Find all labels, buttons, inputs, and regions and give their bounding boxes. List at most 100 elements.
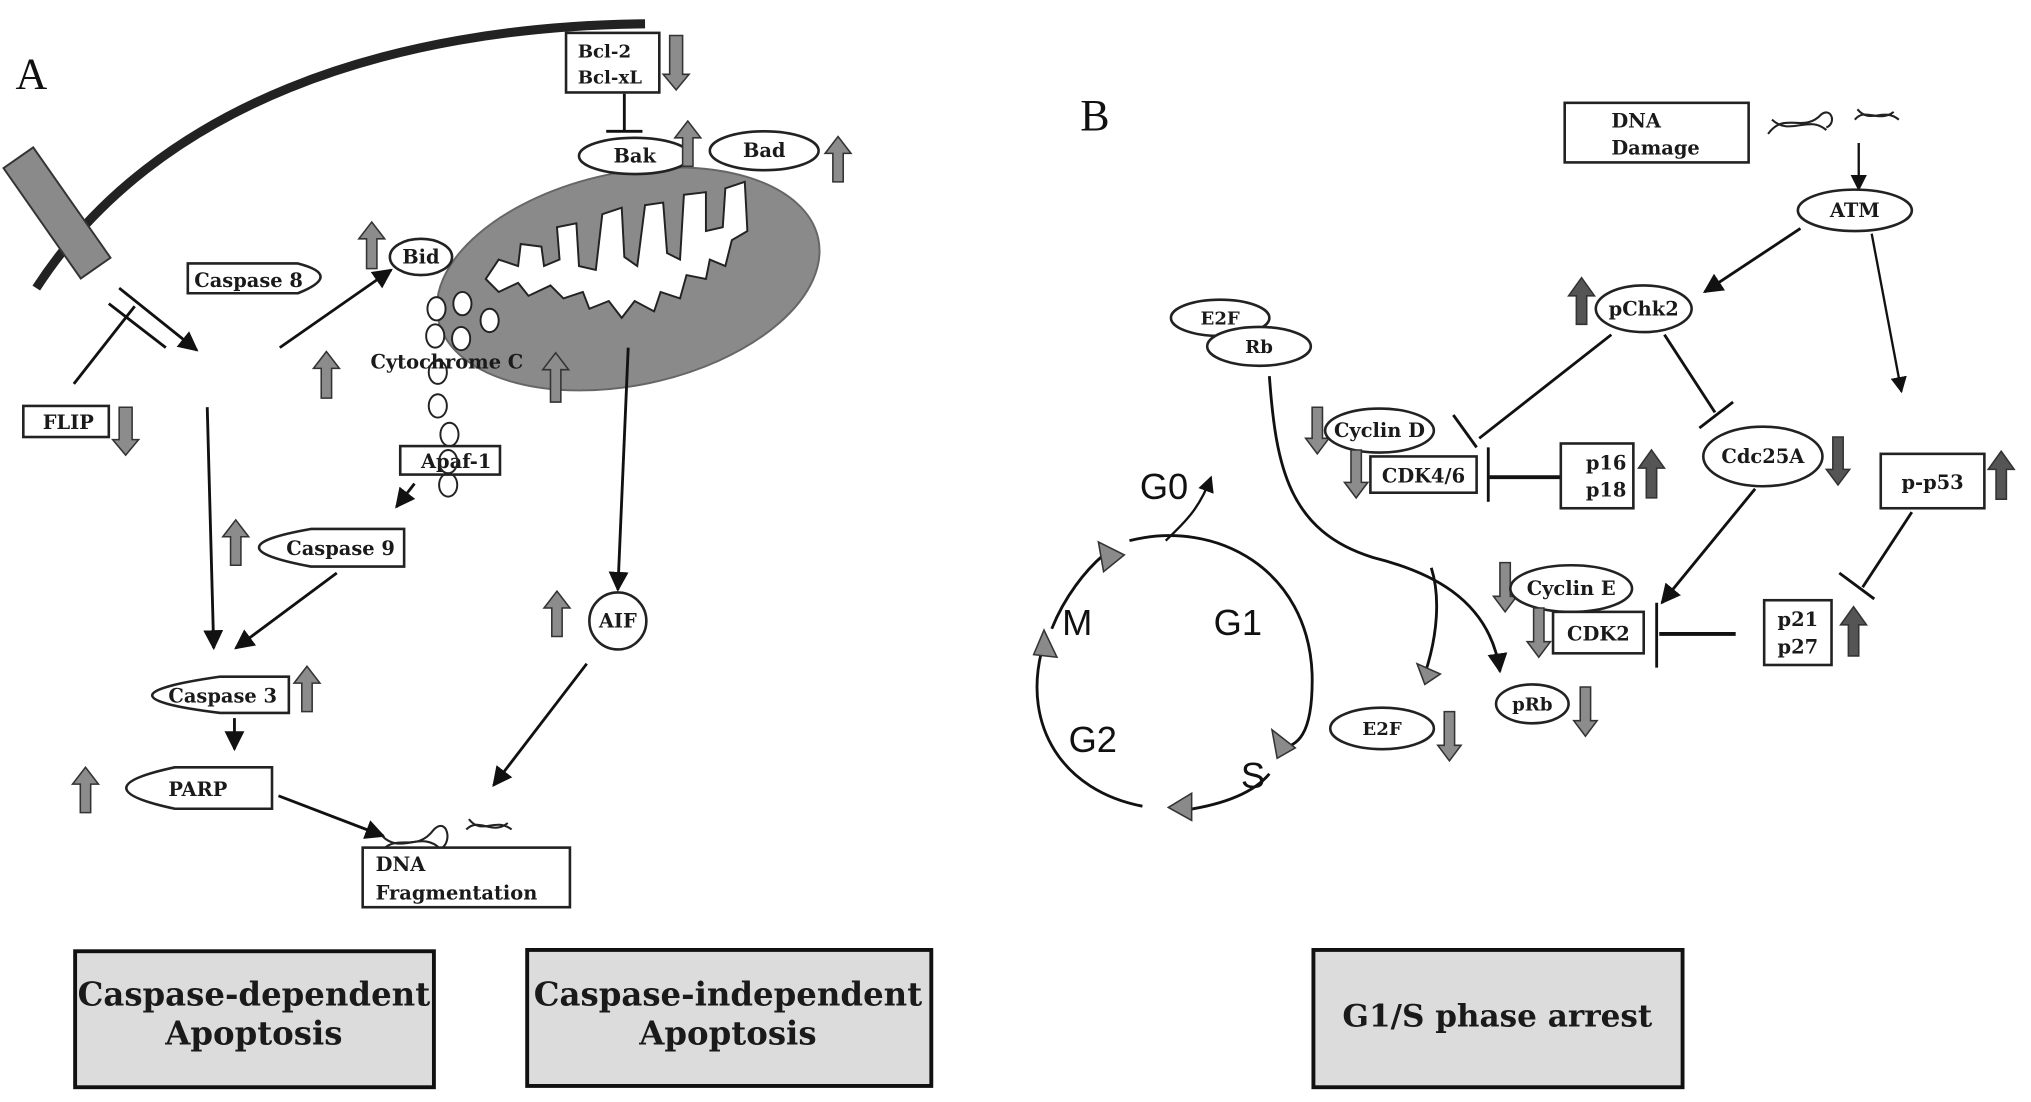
phase-g1-label: G1 xyxy=(1214,602,1262,643)
down-arrow-icon xyxy=(1342,449,1370,500)
cycle-arrowhead-icon xyxy=(1097,540,1126,574)
activation-arrow xyxy=(234,571,338,650)
pchk2-node xyxy=(1594,284,1693,334)
up-arrow-icon xyxy=(823,135,853,183)
up-arrow-icon xyxy=(542,589,572,638)
outcome-caspase-dependent-line1: Caspase-dependent xyxy=(78,976,431,1014)
phase-m-label: M xyxy=(1062,602,1092,643)
activation-arrow xyxy=(395,482,416,509)
flip-box xyxy=(22,404,111,439)
bid-label: Bid xyxy=(402,245,440,268)
e2f-rb-complex-rb xyxy=(1205,325,1313,368)
down-arrow-icon xyxy=(1824,436,1852,487)
dna-damage-box xyxy=(1563,101,1750,164)
e2f-complex-label: E2F xyxy=(1201,308,1240,329)
outcome-caspase-dependent xyxy=(73,949,436,1090)
up-arrow-icon xyxy=(292,665,322,713)
dna-fragmentation-box xyxy=(361,846,572,909)
down-arrow-icon xyxy=(1525,607,1553,659)
bclxl-label: Bcl-xL xyxy=(578,67,643,88)
cycle-arrowhead-icon xyxy=(1270,727,1297,760)
panel-label-b: B xyxy=(1080,91,1109,140)
up-arrow-icon xyxy=(1637,448,1666,499)
bcl2-bclxl-box xyxy=(564,31,661,94)
cycle-arrowhead-icon xyxy=(1166,791,1193,822)
bad-label: Bad xyxy=(743,139,786,162)
activation-arrow xyxy=(278,268,393,349)
up-arrow-icon xyxy=(1567,276,1597,326)
outcome-caspase-independent-line1: Caspase-independent xyxy=(534,976,922,1014)
prb-node xyxy=(1494,683,1570,725)
outcome-caspase-independent-line2: Apoptosis xyxy=(638,1015,816,1053)
e2f-free-node xyxy=(1328,706,1436,751)
aif-release-arrow xyxy=(608,347,630,592)
down-arrow-icon xyxy=(1436,710,1463,763)
p16-p18-box xyxy=(1559,442,1635,510)
p18-label: p18 xyxy=(1586,479,1627,502)
up-arrow-icon xyxy=(357,220,387,270)
pp53-label: p-p53 xyxy=(1901,471,1963,494)
aif-node xyxy=(588,591,648,651)
prb-label: pRb xyxy=(1512,694,1552,715)
cdk2-label: CDK2 xyxy=(1567,622,1630,645)
apaf1-label: Apaf-1 xyxy=(420,450,491,473)
outcome-caspase-independent xyxy=(525,948,934,1088)
cell-membrane xyxy=(32,19,646,291)
up-arrow-icon xyxy=(1986,449,2016,500)
rb-phosphorylation-arrow xyxy=(1267,376,1508,674)
down-arrow-icon xyxy=(1304,406,1331,456)
outcome-g1s-arrest xyxy=(1311,948,1685,1090)
cdc25a-label: Cdc25A xyxy=(1721,445,1805,468)
outcome-caspase-dependent-line2: Apoptosis xyxy=(164,1015,342,1053)
dna-damage-icon xyxy=(1767,108,1900,135)
activation-arrow xyxy=(492,662,588,788)
caspase3-node xyxy=(150,675,291,715)
up-arrow-icon xyxy=(221,518,251,567)
panel-label-a: A xyxy=(16,50,48,99)
phase-g2-label: G2 xyxy=(1069,719,1117,760)
outcome-g1s-arrest-label: G1/S phase arrest xyxy=(1342,998,1652,1034)
p27-label: p27 xyxy=(1778,635,1819,658)
cyclin-d-node xyxy=(1323,407,1436,454)
phase-s-label: S xyxy=(1241,755,1265,796)
activation-arrow xyxy=(203,407,224,651)
dna-fragmentation-line2: Fragmentation xyxy=(376,881,538,904)
up-arrow-icon xyxy=(673,119,703,168)
parp-label: PARP xyxy=(168,778,227,801)
down-arrow-icon xyxy=(661,34,691,92)
cdk46-label: CDK4/6 xyxy=(1382,464,1465,487)
down-arrow-icon xyxy=(111,406,141,457)
caspase8-up-arrow-icon xyxy=(311,350,341,399)
cytochrome-c-vesicles-icon xyxy=(425,290,500,498)
p21-p27-box xyxy=(1762,598,1833,667)
cycle-arrowhead-icon xyxy=(1032,628,1059,659)
rb-label: Rb xyxy=(1245,337,1273,358)
caspase8-node xyxy=(186,262,322,295)
e2f-release-arrow xyxy=(1423,567,1439,675)
aif-label: AIF xyxy=(598,609,637,632)
dna-fragment-icon xyxy=(377,818,513,856)
cdk2-box xyxy=(1551,610,1646,655)
p21-label: p21 xyxy=(1778,608,1819,631)
caspase9-label: Caspase 9 xyxy=(286,537,395,560)
inhibition-line xyxy=(1861,511,1914,589)
activation-arrow xyxy=(277,794,386,839)
bcl2-label: Bcl-2 xyxy=(578,41,631,62)
pchk2-label: pChk2 xyxy=(1609,297,1679,320)
atm-label: ATM xyxy=(1829,199,1880,222)
phase-g0-label: G0 xyxy=(1140,466,1188,507)
bad-node xyxy=(708,130,820,172)
caspase3-label: Caspase 3 xyxy=(168,685,277,708)
inhibition-line xyxy=(1663,333,1717,414)
inhibition-line xyxy=(72,305,136,385)
cyclin-d-label: Cyclin D xyxy=(1334,419,1425,442)
up-arrow-icon xyxy=(1839,605,1869,657)
death-receptor-icon xyxy=(2,146,112,280)
dna-damage-line1: DNA xyxy=(1611,109,1662,132)
bid-node xyxy=(388,237,454,277)
cell-cycle-wheel xyxy=(1032,475,1314,822)
inhibition-bar xyxy=(107,302,167,349)
p16-label: p16 xyxy=(1586,451,1627,474)
activation-arrow xyxy=(1702,227,1802,294)
down-arrow-icon xyxy=(1572,686,1599,738)
